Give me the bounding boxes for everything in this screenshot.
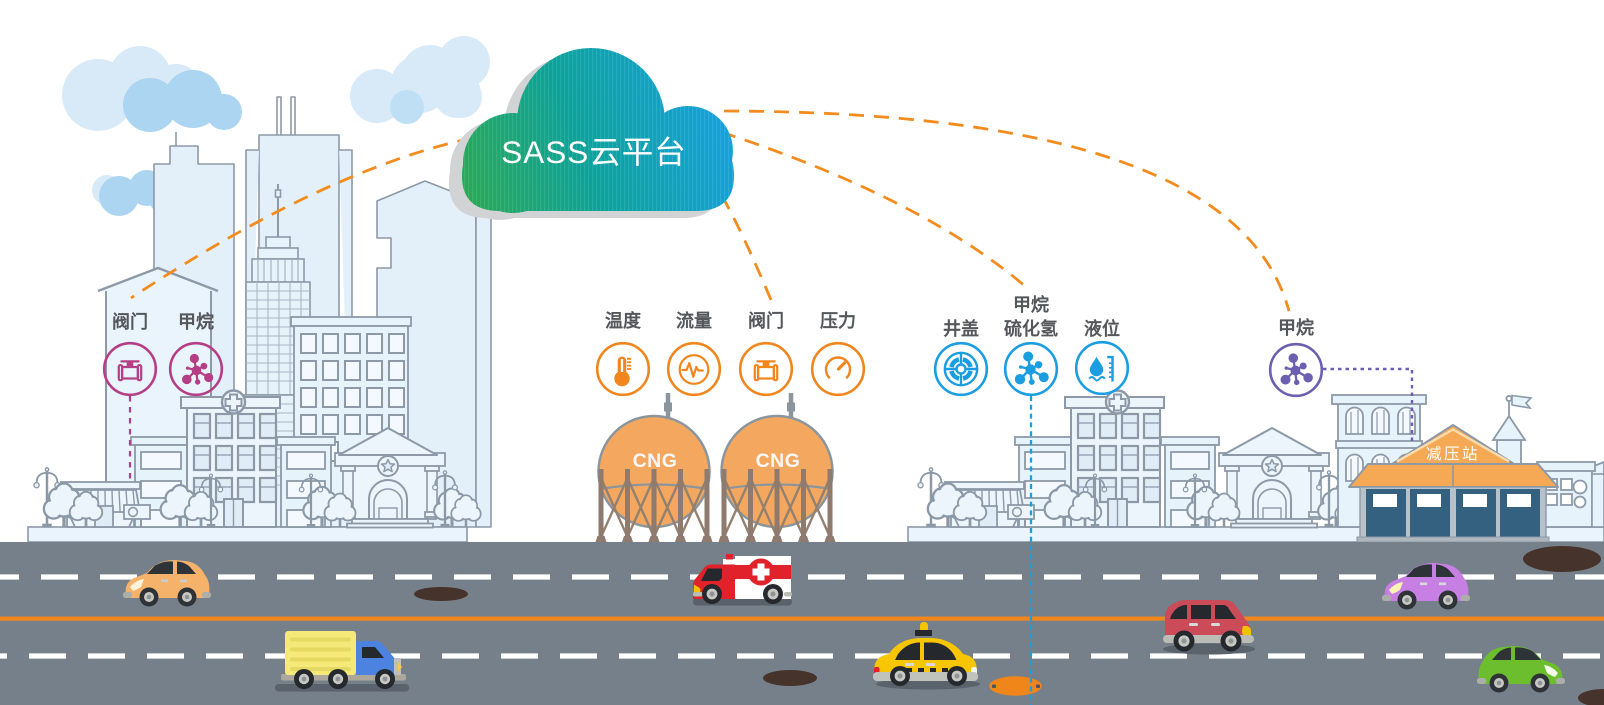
svg-text:CNG: CNG [633, 450, 678, 472]
svg-text:减压站: 减压站 [1426, 445, 1480, 463]
svg-text:甲烷: 甲烷 [1278, 317, 1314, 338]
svg-text:压力: 压力 [820, 311, 856, 331]
svg-text:甲烷: 甲烷 [1013, 294, 1049, 315]
svg-text:SASS云平台: SASS云平台 [501, 134, 687, 170]
svg-text:阀门: 阀门 [112, 311, 148, 332]
svg-text:硫化氢: 硫化氢 [1004, 318, 1058, 339]
svg-text:甲烷: 甲烷 [178, 311, 214, 332]
svg-text:井盖: 井盖 [943, 318, 979, 339]
svg-text:阀门: 阀门 [748, 310, 784, 331]
svg-text:液位: 液位 [1084, 318, 1120, 339]
svg-text:温度: 温度 [605, 310, 642, 331]
svg-text:流量: 流量 [676, 310, 712, 331]
